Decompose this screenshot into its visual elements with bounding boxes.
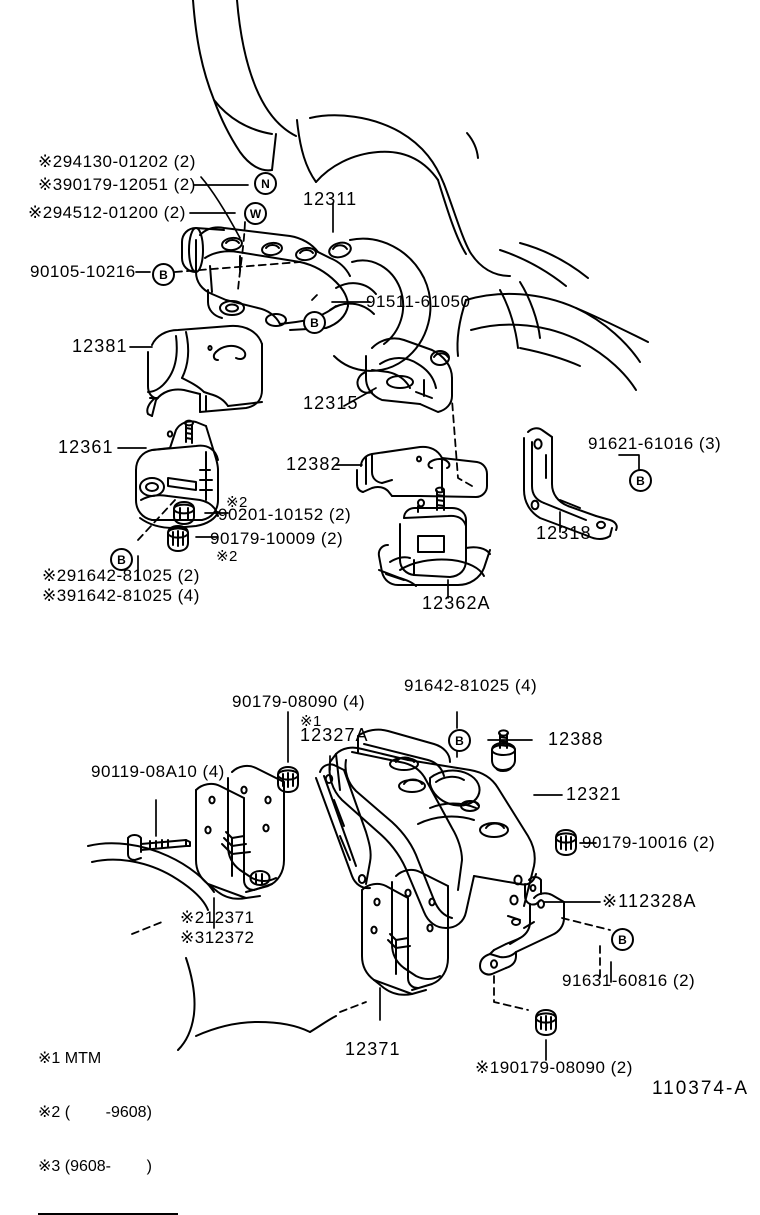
washer-90179-10016 <box>555 829 577 856</box>
label-90179-10009: 90179-10009 (2) <box>210 529 344 548</box>
circle-marker-N: N <box>254 172 277 195</box>
small-upper-tab <box>524 876 542 906</box>
label-90179-10016: 90179-10016 (2) <box>582 833 716 852</box>
circle-marker-B6-letter: B <box>618 932 627 947</box>
label-12371-ref2: ※212371 <box>180 908 255 927</box>
label-90201-10152: 90201-10152 (2) <box>218 505 352 524</box>
figure-code: 110374-A <box>652 1078 749 1099</box>
label-ref2-b: ※2 <box>216 548 238 565</box>
label-91642-81025-2: ※291642-81025 (2) <box>42 566 200 585</box>
bolt-90119-08A10 <box>127 834 191 861</box>
body-contour-lines <box>456 242 649 391</box>
label-90179-12051: ※390179-12051 (2) <box>38 175 196 194</box>
part-12318-stay-bracket <box>523 427 618 540</box>
label-90119-08A10: 90119-08A10 (4) <box>91 762 225 781</box>
label-12372-ref3: ※312372 <box>180 928 255 947</box>
circle-marker-B-91631: B <box>611 928 634 951</box>
floor-contour-bottom-left <box>87 842 337 1051</box>
label-91511-61050: 91511-61050 <box>366 292 471 311</box>
legend-line-1: ※1 MTM <box>38 1050 102 1067</box>
circle-marker-B5-letter: B <box>455 733 464 748</box>
label-90105-10216: 90105-10216 <box>30 262 136 281</box>
part-12382-heat-insulator <box>356 445 488 498</box>
part-12315-bracket <box>356 337 453 413</box>
circle-marker-B-91642: B <box>110 548 133 571</box>
part-12321-crossmember <box>328 728 537 929</box>
circle-marker-B-90105: B <box>152 263 175 286</box>
label-12315: 12315 <box>303 393 359 413</box>
label-12362A: 12362A <box>422 593 491 613</box>
label-12371: 12371 <box>345 1039 401 1059</box>
diagram-artwork <box>87 0 649 1061</box>
part-12327A-stay-rod <box>315 763 372 890</box>
part-12371-center-bracket <box>361 868 449 996</box>
part-12371-left-bracket <box>195 764 285 900</box>
label-12361: 12361 <box>58 437 114 457</box>
label-12318: 12318 <box>536 523 592 543</box>
label-91642-81025-4: ※391642-81025 (4) <box>42 586 200 605</box>
upper-hose-large <box>192 0 297 172</box>
nut-190179-08090-lower <box>535 1009 557 1036</box>
circle-marker-B1-letter: B <box>159 267 168 282</box>
circle-marker-B-91642b: B <box>448 729 471 752</box>
legend-box: ※1 MTM ※2 ( -9608) ※3 (9608- ) <box>38 1014 178 1215</box>
label-12382: 12382 <box>286 454 342 474</box>
label-94512-01200: ※294512-01200 (2) <box>28 203 186 222</box>
circle-marker-B-91511: B <box>303 311 326 334</box>
parts-diagram-sheet: ※294130-01202 (2) ※390179-12051 (2) ※294… <box>28 0 749 1215</box>
circle-marker-B-91621: B <box>629 469 652 492</box>
nut-90179-10009 <box>167 525 189 552</box>
circle-marker-W-letter: W <box>249 206 262 221</box>
leader-dashes-bottom <box>493 917 611 1011</box>
nut-90179-08090-upper <box>277 766 299 793</box>
circle-marker-B2-letter: B <box>310 315 319 330</box>
part-12328A-strut-rod <box>479 892 565 976</box>
part-12311-mount-bracket <box>195 226 352 331</box>
leader-lines-top <box>117 176 640 599</box>
label-12311: 12311 <box>303 189 358 209</box>
part-12381-insulator <box>146 324 263 417</box>
engine-cylinder-stub <box>181 227 225 273</box>
circle-marker-W: W <box>244 202 267 225</box>
label-90179-08090-4: 90179-08090 (4) <box>232 692 366 711</box>
label-190179-08090: ※190179-08090 (2) <box>475 1058 633 1077</box>
circle-marker-N-letter: N <box>261 176 270 191</box>
label-12327A: 12327A <box>300 725 369 745</box>
label-ref2-a: ※2 <box>226 494 248 511</box>
floor-dash-bottom <box>131 921 367 1013</box>
part-12388-cushion <box>491 729 516 772</box>
circle-marker-B4-letter: B <box>636 473 645 488</box>
label-12321: 12321 <box>566 784 622 804</box>
leader-lines-bottom <box>155 711 612 1061</box>
label-91642-81025-4b: 91642-81025 (4) <box>404 676 538 695</box>
label-ref1-a: ※1 <box>300 713 322 730</box>
transmission-bellhousing <box>329 237 432 372</box>
label-12381: 12381 <box>72 336 128 356</box>
label-91621-61016: 91621-61016 (3) <box>588 434 722 453</box>
label-12328A: ※112328A <box>602 891 697 911</box>
washer-90201-10152 <box>173 501 195 525</box>
upper-hose-right <box>296 114 511 277</box>
label-94130-01202: ※294130-01202 (2) <box>38 152 196 171</box>
leader-dashes-top <box>137 221 473 541</box>
legend-line-2: ※2 ( -9608) <box>38 1104 152 1121</box>
part-12362A-engine-mount <box>377 486 491 587</box>
label-12388: 12388 <box>548 729 604 749</box>
circle-marker-B3-letter: B <box>117 552 126 567</box>
label-91631-60816: 91631-60816 (2) <box>562 971 696 990</box>
legend-line-3: ※3 (9608- ) <box>38 1158 152 1175</box>
